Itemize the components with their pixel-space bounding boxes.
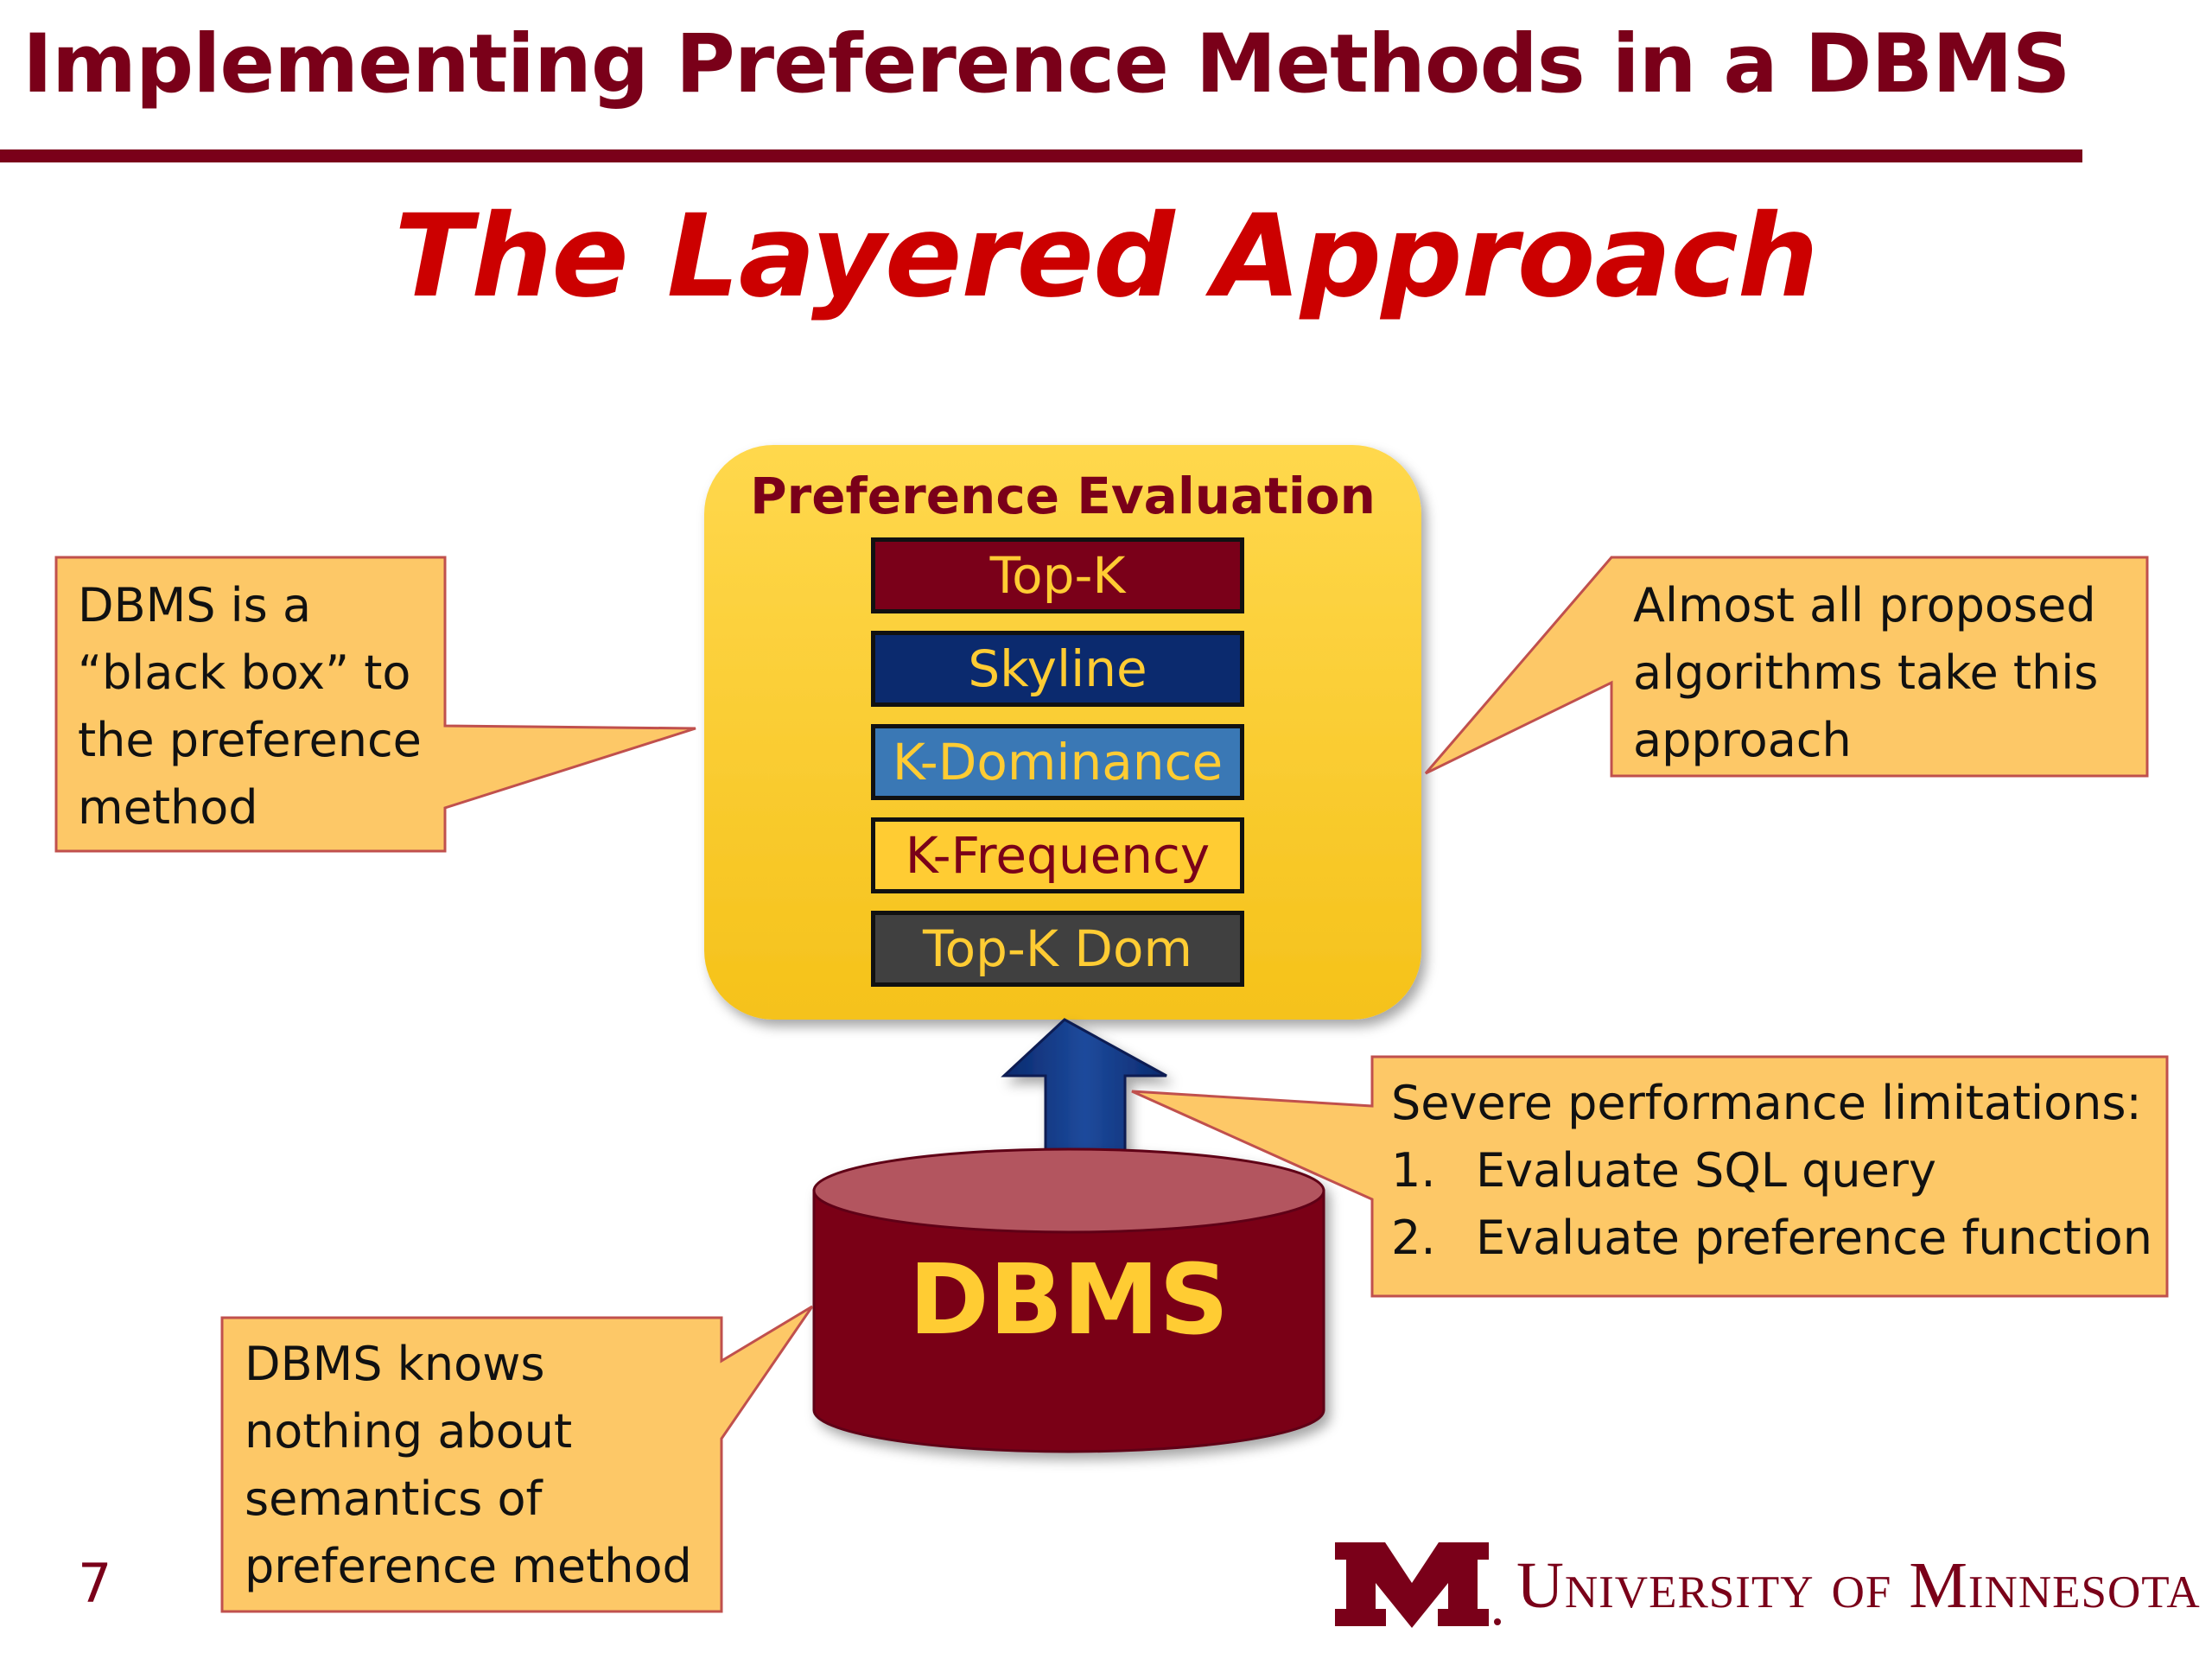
callout-right-middle (1131, 1055, 2169, 1298)
callout-right-middle-text: Severe performance limitations: 1. Evalu… (1391, 1070, 2152, 1272)
dbms-label: DBMS (908, 1244, 1230, 1357)
layer-top-k: Top-K (871, 537, 1244, 613)
title-divider (0, 149, 2082, 162)
preference-evaluation-heading: Preference Evaluation (750, 467, 1376, 525)
slide-subtitle: The Layered Approach (394, 190, 1818, 323)
slide-title: Implementing Preference Methods in a DBM… (22, 17, 2070, 111)
layer-skyline: Skyline (871, 631, 1244, 707)
callout-right-top-text: Almost all proposed algorithms take this… (1633, 572, 2098, 774)
callout-left-bottom-text: DBMS knows nothing about semantics of pr… (245, 1331, 692, 1600)
callout-line: approach (1633, 713, 1852, 767)
callout-left-top (54, 556, 696, 853)
callout-line: DBMS knows (245, 1337, 545, 1391)
layer-top-k-dom: Top-K Dom (871, 911, 1244, 987)
list-number: 2. (1391, 1211, 1436, 1265)
university-m-logo-icon (1335, 1542, 1501, 1628)
callout-line: Almost all proposed (1633, 578, 2096, 632)
list-item: 1. Evaluate SQL query (1391, 1137, 2152, 1205)
callout-right-top (1424, 556, 2149, 778)
dbms-cylinder (812, 1147, 1325, 1453)
list-text: Evaluate SQL query (1476, 1143, 1936, 1198)
callout-line: DBMS is a (78, 578, 312, 632)
layer-k-dominance: K-Dominance (871, 724, 1244, 800)
layer-k-frequency: K-Frequency (871, 817, 1244, 893)
list-number: 1. (1391, 1143, 1436, 1198)
list-item: 2. Evaluate preference function (1391, 1205, 2152, 1272)
callout-line: method (78, 780, 258, 835)
callout-line: nothing about (245, 1404, 573, 1459)
page-number: 7 (78, 1552, 112, 1615)
callout-left-top-text: DBMS is a “black box” to the preference … (78, 572, 422, 842)
callout-left-bottom (220, 1305, 814, 1613)
list-text: Evaluate preference function (1476, 1211, 2152, 1265)
callout-line: the preference (78, 713, 422, 767)
university-name: University of Minnesota (1516, 1548, 2201, 1624)
callout-line: preference method (245, 1539, 692, 1593)
callout-line: “black box” to (78, 645, 411, 700)
callout-line: semantics of (245, 1471, 543, 1526)
university-name-text: University of Minnesota (1516, 1549, 2201, 1622)
callout-heading: Severe performance limitations: (1391, 1076, 2142, 1130)
callout-line: algorithms take this (1633, 645, 2099, 700)
